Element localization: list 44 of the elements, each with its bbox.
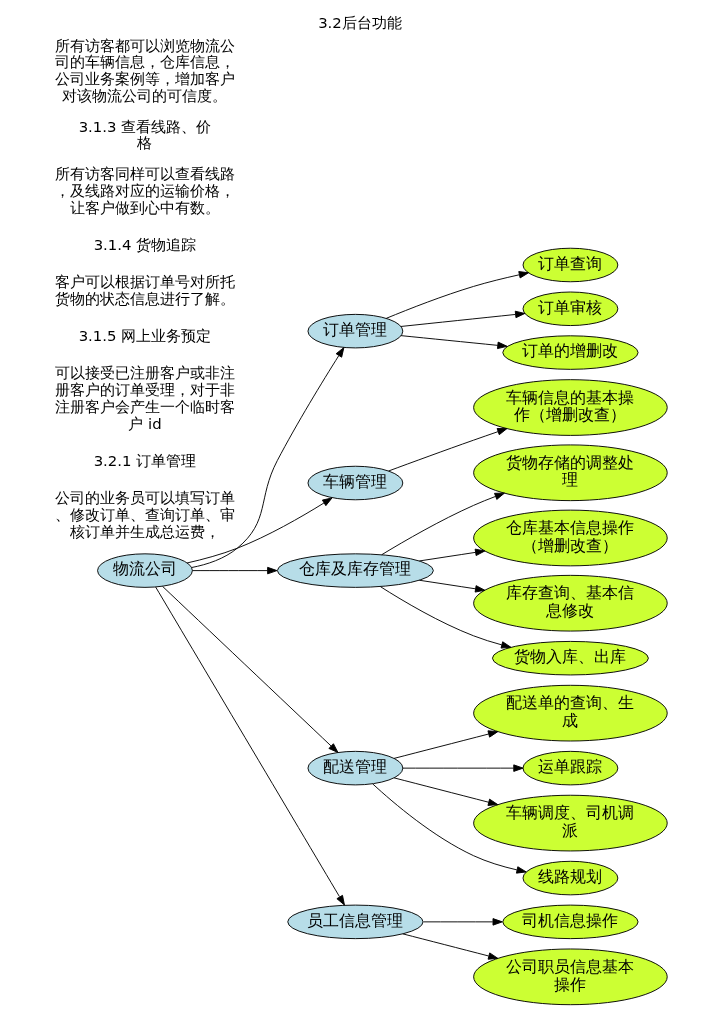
label: 客户可以根据订单号对所托货物的状态信息进行了解。 xyxy=(54,273,235,308)
node-ellipse: 仓库及库存管理 xyxy=(276,553,434,588)
arrow xyxy=(385,271,530,319)
arrow xyxy=(186,497,333,564)
arrow xyxy=(423,918,503,926)
diagram-title: 3.2后台功能 xyxy=(318,14,402,33)
label: 所有访客同样可以查看线路，及线路对应的运输价格，让客户做到心中有数。 xyxy=(54,165,235,217)
arrow xyxy=(400,335,508,350)
label: 3.1.4 货物追踪 xyxy=(93,235,197,254)
arrow xyxy=(192,566,278,575)
arrow xyxy=(380,586,512,649)
node-ellipse: 车辆调度、司机调派 xyxy=(473,794,668,852)
node-ellipse: 订单的增删改 xyxy=(502,335,639,370)
arrow xyxy=(402,764,524,772)
node-ellipse: 订单查询 xyxy=(522,247,619,283)
label: 3.1.5 网上业务预定 xyxy=(78,327,212,346)
arrow xyxy=(381,492,505,556)
arrow xyxy=(191,347,345,568)
label: 3.2.1 订单管理 xyxy=(93,452,197,471)
node-ellipse: 订单审核 xyxy=(522,291,619,326)
arrow xyxy=(162,585,339,753)
node-ellipse: 线路规划 xyxy=(522,860,619,896)
label: 3.1.3 查看线路、价格 xyxy=(78,117,212,153)
arrow xyxy=(393,777,499,806)
node-ellipse: 运单跟踪 xyxy=(522,750,619,786)
node-ellipse: 物流公司 xyxy=(97,553,193,588)
arrow xyxy=(388,428,508,472)
arrow xyxy=(418,579,486,593)
arrow xyxy=(418,548,486,562)
node-ellipse: 司机信息操作 xyxy=(502,904,639,940)
arrow xyxy=(155,586,345,906)
node-ellipse: 订单管理 xyxy=(307,313,404,349)
arrow xyxy=(393,730,499,759)
arrow xyxy=(400,310,526,327)
arrow xyxy=(372,783,527,874)
node-ellipse: 配送管理 xyxy=(307,750,404,786)
arrow xyxy=(402,933,499,960)
label: 所有访客都可以浏览物流公司的车辆信息，仓库信息，公司业务案例等，增加客户对该物流公司的可信度。 xyxy=(54,36,235,105)
node-ellipse: 车辆管理 xyxy=(307,465,404,501)
label: 可以接受已注册客户或非注册客户的订单受理，对于非注册客户会产生一个临时客户 id xyxy=(54,364,235,433)
node-ellipse: 公司职员信息基本操作 xyxy=(473,948,668,1006)
node-ellipse: 配送单的查询、生成 xyxy=(473,684,668,742)
node-ellipse: 员工信息管理 xyxy=(287,904,424,940)
label: 公司的业务员可以填写订单、修改订单、查询订单、审核订单并生成总运费， xyxy=(54,489,235,541)
